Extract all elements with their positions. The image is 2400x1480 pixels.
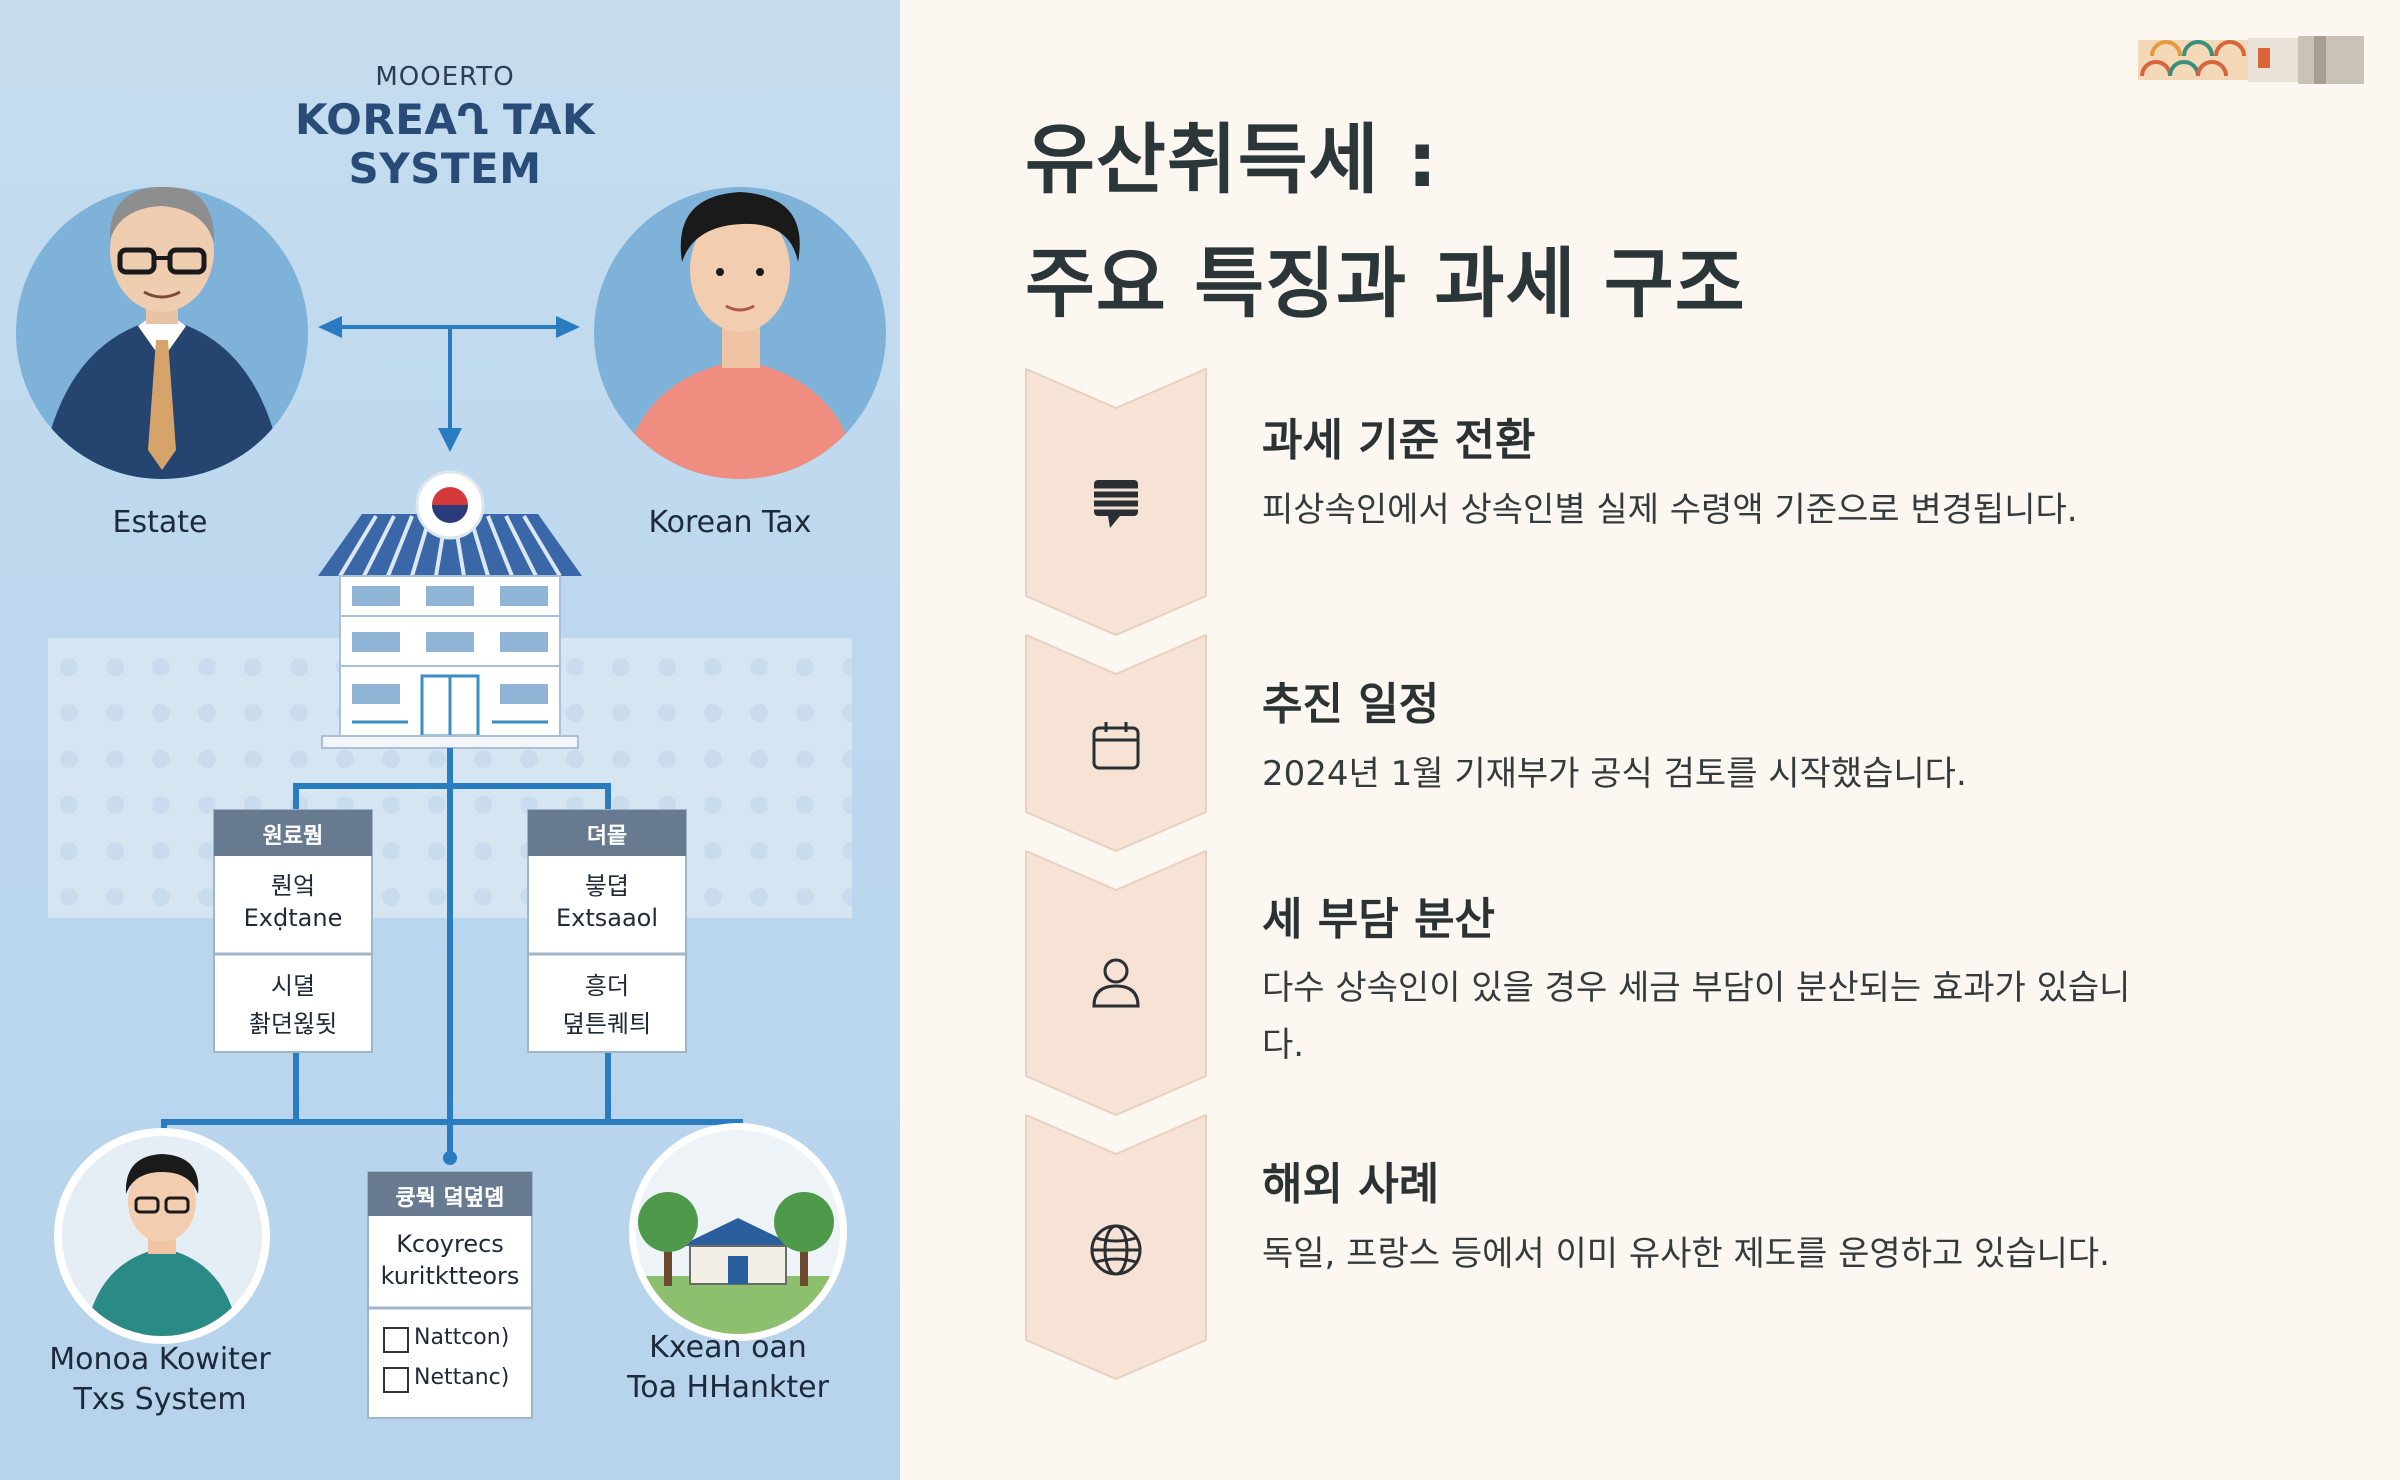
card-center-line1: Kcoyrecs	[396, 1230, 504, 1258]
card-right	[527, 809, 687, 1053]
calendar-icon	[1092, 722, 1140, 770]
korean-tax-person-avatar	[594, 187, 886, 479]
card-left-row2-top: 시뎔	[270, 972, 316, 1000]
slide-title-line2: 주요 특징과 과세 구조	[1025, 239, 1746, 328]
item-3-title: 세 부담 분산	[1262, 894, 1496, 945]
estate-label: Estate	[112, 505, 208, 540]
bottom-right-label-line1: Kxean oan	[649, 1330, 807, 1365]
bottom-right-label-line2: Toa HHankter	[627, 1370, 829, 1405]
chevron-item-3	[1025, 850, 1207, 1116]
card-right-row1-top: 븧뎝	[584, 872, 630, 900]
house-trees-avatar	[629, 1123, 847, 1341]
item-1-description: 피상속인에서 상속인별 실제 수령액 기준으로 변경됩니다.	[1262, 490, 2078, 530]
item-4-description: 독일, 프랑스 등에서 이미 유사한 제도를 운영하고 있습니다.	[1262, 1234, 2110, 1274]
globe-icon	[1090, 1224, 1142, 1276]
card-left-row1-top: 뤈엌	[270, 872, 316, 900]
chevron-item-2	[1025, 634, 1207, 852]
estate-person-avatar	[16, 187, 308, 479]
card-center	[367, 1171, 533, 1419]
illustration-super-title: MOOERTO	[375, 62, 515, 92]
card-center-check1: Nattcon)	[414, 1325, 510, 1350]
card-center-check2: Nettanc)	[414, 1365, 510, 1390]
card-center-header: 큥뭑 뎤뎦뎸	[395, 1186, 505, 1211]
chevron-item-1	[1025, 368, 1207, 636]
card-left	[213, 809, 373, 1053]
card-right-row2-bottom: 뎦튼퀘틔	[562, 1010, 652, 1038]
tax-system-illustration: MOOERTO KOREAՂ TAK SYSTEM Estate Korean …	[0, 0, 900, 1480]
decorative-pattern	[2138, 36, 2364, 84]
card-left-row2-bottom: 촭뎐왾됫	[248, 1010, 338, 1038]
slide-title-line1: 유산취득세 :	[1025, 115, 1439, 204]
korean-tax-label: Korean Tax	[648, 505, 812, 540]
bottom-left-label-line2: Txs System	[73, 1382, 247, 1417]
building-icon	[318, 470, 582, 749]
card-right-row1-bottom: Extsaaol	[555, 904, 659, 932]
card-right-row2-top: 흥더	[584, 972, 630, 1000]
card-center-line2: kuritktteors	[380, 1262, 520, 1290]
bottom-left-person-avatar	[54, 1128, 270, 1344]
card-right-header: 뎌뫁	[586, 824, 628, 849]
item-1-title: 과세 기준 전환	[1262, 415, 1536, 466]
item-2-description: 2024년 1월 기재부가 공식 검토를 시작했습니다.	[1262, 754, 1967, 794]
illustration-graphics	[16, 187, 886, 1419]
card-left-header: 원료뭠	[262, 824, 324, 849]
chevron-item-4	[1025, 1114, 1207, 1380]
item-3-description: 다수 상속인이 있을 경우 세금 부담이 분산되는 효과가 있습니다.	[1262, 968, 2131, 1065]
bottom-left-label-line1: Monoa Kowiter	[49, 1342, 271, 1377]
item-2-title: 추진 일정	[1262, 679, 1440, 730]
illustration-title: KOREAՂ TAK SYSTEM	[295, 95, 595, 193]
card-left-row1-bottom: Exḍtane	[243, 904, 343, 932]
item-4-title: 해외 사례	[1262, 1159, 1440, 1210]
connection-arrows	[318, 316, 580, 452]
message-icon	[1094, 480, 1138, 528]
user-icon	[1092, 958, 1140, 1008]
